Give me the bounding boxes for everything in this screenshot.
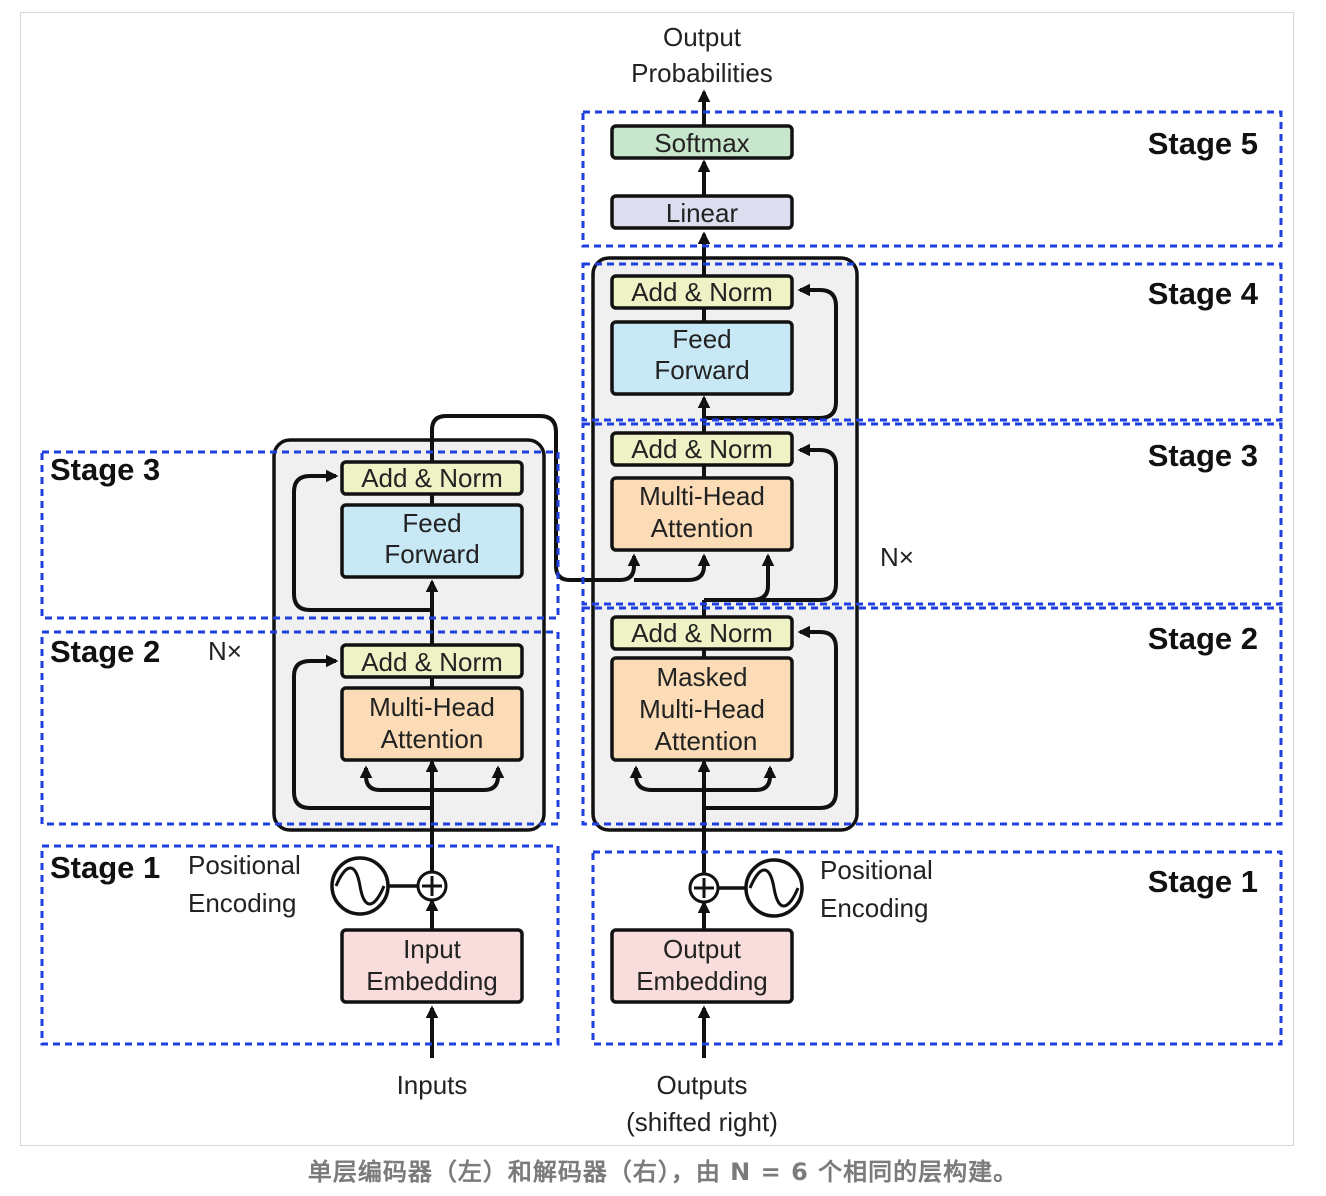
encoder-stage-2-label: Stage 2	[50, 634, 160, 669]
output-probabilities-label-1: Output	[663, 22, 742, 52]
decoder-stage-3-region	[581, 422, 1283, 606]
decoder-stage-1-region	[591, 850, 1283, 1046]
decoder-nx-label: N×	[880, 542, 914, 572]
decoder-stage-5-label: Stage 5	[1148, 126, 1258, 161]
decoder-stage-2-region	[581, 606, 1283, 826]
inputs-label: Inputs	[397, 1070, 468, 1100]
decoder-stage-1-label: Stage 1	[1148, 864, 1258, 899]
encoder-feed-forward-label-1: Feed	[402, 508, 461, 538]
encoder-feed-forward-label-2: Forward	[384, 539, 479, 569]
decoder-positional-label-1: Positional	[820, 855, 933, 885]
output-probabilities-label-2: Probabilities	[631, 58, 773, 88]
encoder-add-norm-1-label: Add & Norm	[361, 647, 503, 677]
decoder-add-norm-2-box	[610, 431, 794, 467]
decoder-feed-forward-box	[610, 320, 794, 396]
decoder-masked-attention-label-3: Attention	[655, 726, 758, 756]
decoder-add-norm-2-label: Add & Norm	[631, 434, 773, 464]
decoder-positional-encoding-icon	[718, 858, 804, 918]
encoder-positional-label-2: Encoding	[188, 888, 296, 918]
output-embedding-box	[610, 928, 794, 1004]
decoder-feed-forward-label-2: Forward	[654, 355, 749, 385]
input-embedding-box	[340, 928, 524, 1004]
output-embedding-label-1: Output	[663, 934, 742, 964]
encoder-attention-label-1: Multi-Head	[369, 692, 495, 722]
output-embedding-label-2: Embedding	[636, 966, 768, 996]
decoder-add-norm-3-box	[610, 274, 794, 310]
encoder-stage-2-region	[40, 630, 560, 826]
decoder-stage-5-region	[581, 110, 1283, 248]
decoder-cross-attention-label-2: Attention	[651, 513, 754, 543]
decoder-add-norm-1-box	[610, 615, 794, 651]
linear-box	[610, 194, 794, 230]
input-embedding-label-2: Embedding	[366, 966, 498, 996]
figure-caption: 单层编码器（左）和解码器（右），由 N = 6 个相同的层构建。	[307, 1158, 1019, 1186]
decoder-add-norm-1-label: Add & Norm	[631, 618, 773, 648]
decoder-add-icon	[688, 872, 720, 904]
encoder-stage-1-region	[40, 844, 560, 1046]
decoder-masked-attention-box	[610, 656, 794, 762]
encoder-nx-label: N×	[208, 636, 242, 666]
encoder-positional-encoding-icon	[330, 856, 418, 916]
decoder-stage-3-label: Stage 3	[1148, 438, 1258, 473]
decoder-add-norm-3-label: Add & Norm	[631, 277, 773, 307]
encoder-add-norm-1-box	[340, 643, 524, 679]
encoder-add-norm-2-label: Add & Norm	[361, 463, 503, 493]
decoder-cross-attention-label-1: Multi-Head	[639, 481, 765, 511]
encoder-stage-3-region	[40, 450, 560, 620]
softmax-box	[610, 124, 794, 160]
encoder-add-norm-2-box	[340, 460, 524, 496]
encoder-add-icon	[416, 870, 448, 902]
decoder-positional-label-2: Encoding	[820, 893, 928, 923]
encoder-connections	[292, 414, 711, 1058]
decoder-stage-2-label: Stage 2	[1148, 621, 1258, 656]
figure-frame	[20, 12, 1294, 1146]
outputs-label-1: Outputs	[656, 1070, 747, 1100]
decoder-connections	[629, 89, 838, 1058]
softmax-label: Softmax	[654, 128, 749, 158]
decoder-masked-attention-label-1: Masked	[656, 662, 747, 692]
encoder-block	[272, 438, 546, 832]
encoder-attention-box	[340, 686, 524, 762]
encoder-stage-3-label: Stage 3	[50, 452, 160, 487]
linear-label: Linear	[666, 198, 739, 228]
decoder-feed-forward-label-1: Feed	[672, 324, 731, 354]
transformer-diagram: Add & Norm Feed Forward Add & Norm Multi…	[40, 22, 1283, 1137]
encoder-feed-forward-box	[340, 503, 524, 579]
decoder-stage-4-label: Stage 4	[1148, 276, 1259, 311]
decoder-cross-attention-box	[610, 476, 794, 552]
decoder-stage-4-region	[581, 262, 1283, 422]
encoder-stage-1-label: Stage 1	[50, 850, 160, 885]
encoder-positional-label-1: Positional	[188, 850, 301, 880]
decoder-masked-attention-label-2: Multi-Head	[639, 694, 765, 724]
encoder-attention-label-2: Attention	[381, 724, 484, 754]
outputs-label-2: (shifted right)	[626, 1107, 778, 1137]
input-embedding-label-1: Input	[403, 934, 462, 964]
